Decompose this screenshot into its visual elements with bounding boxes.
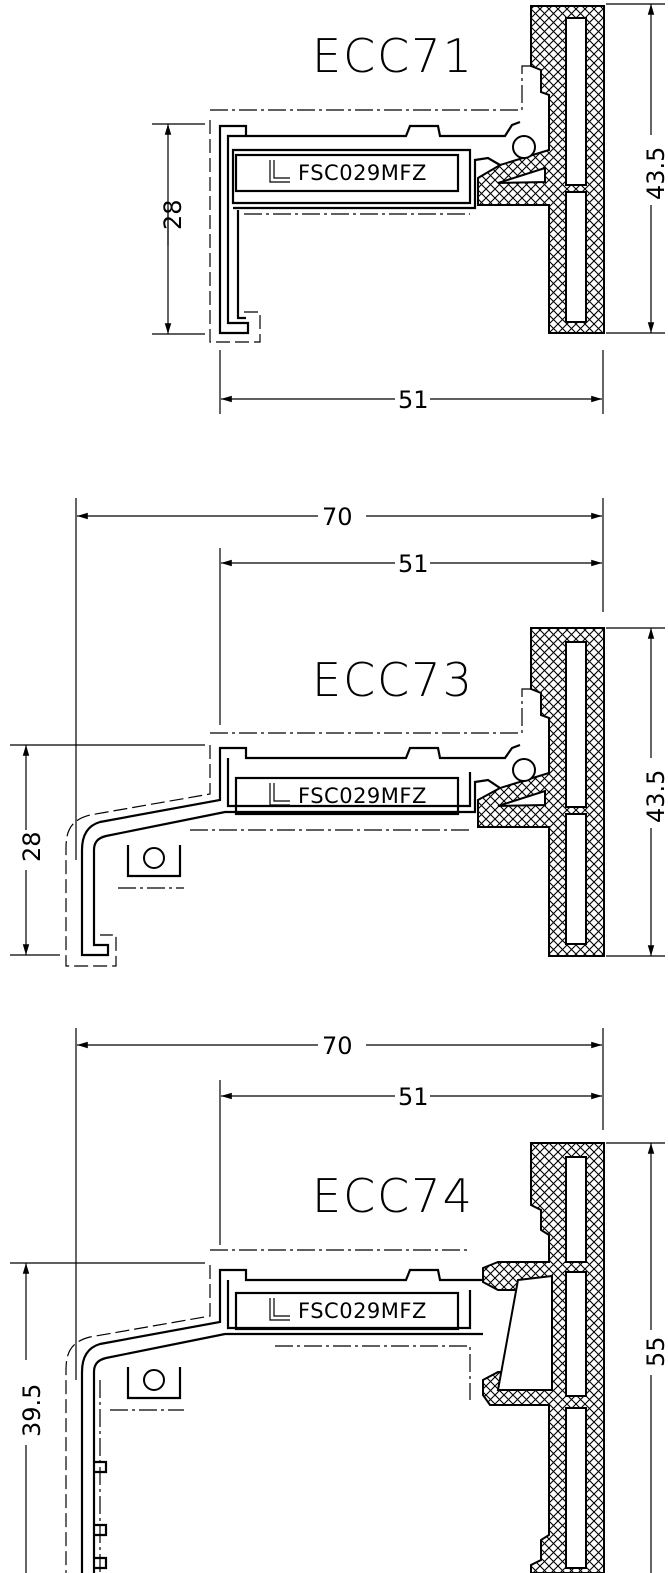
drawing-ecc73: 70 51 ECC73 FSC029MFZ <box>10 498 668 967</box>
dimension-width-51: 51 <box>219 548 602 725</box>
phantom-outline <box>210 65 531 111</box>
dim-55: 55 <box>642 1336 668 1367</box>
aluminium-profile: FSC029MFZ <box>80 743 521 957</box>
dim-43-5: 43.5 <box>642 770 668 823</box>
dimension-height-right: 55 <box>606 1142 668 1573</box>
dimension-width-70: 70 <box>75 1028 604 1380</box>
dimension-height-right: 43.5 <box>606 3 668 334</box>
frame-section <box>477 5 605 334</box>
profile-code-label: FSC029MFZ <box>298 784 427 808</box>
dim-70: 70 <box>322 1032 353 1060</box>
drawing-title: ECC74 <box>312 1169 474 1223</box>
dimension-height-left: 28 <box>10 744 205 956</box>
dim-51: 51 <box>398 386 429 414</box>
dim-28: 28 <box>159 199 187 230</box>
drawing-ecc74: 70 51 ECC74 FSC029MFZ <box>10 1028 668 1573</box>
dim-51: 51 <box>398 550 429 578</box>
drawing-ecc71: ECC71 FSC029MFZ <box>152 3 668 414</box>
profile-code-label: FSC029MFZ <box>298 1299 427 1323</box>
dim-39-5: 39.5 <box>18 1384 46 1437</box>
hidden-outline <box>209 120 261 343</box>
dimension-width-70: 70 <box>75 498 604 860</box>
dim-43-5: 43.5 <box>642 147 668 200</box>
hidden-outline <box>65 1265 211 1573</box>
frame-section <box>477 627 605 957</box>
dimension-width-51: 51 <box>219 350 604 414</box>
frame-section <box>482 1142 605 1573</box>
dim-70: 70 <box>322 503 353 531</box>
profile-code-label: FSC029MFZ <box>298 161 427 185</box>
drawing-title: ECC71 <box>312 29 474 83</box>
aluminium-profile: FSC029MFZ <box>80 1268 483 1573</box>
dimension-width-51: 51 <box>219 1080 602 1245</box>
aluminium-profile: FSC029MFZ <box>218 120 521 335</box>
dim-28: 28 <box>18 831 46 862</box>
hidden-outline <box>65 745 211 967</box>
phantom-outline <box>210 688 531 734</box>
dimension-height-right: 43.5 <box>606 627 668 957</box>
dimension-height-left: 39.5 <box>10 1262 205 1573</box>
dimension-height-left: 28 <box>152 123 205 335</box>
dim-51: 51 <box>398 1083 429 1111</box>
drawing-title: ECC73 <box>312 653 474 707</box>
